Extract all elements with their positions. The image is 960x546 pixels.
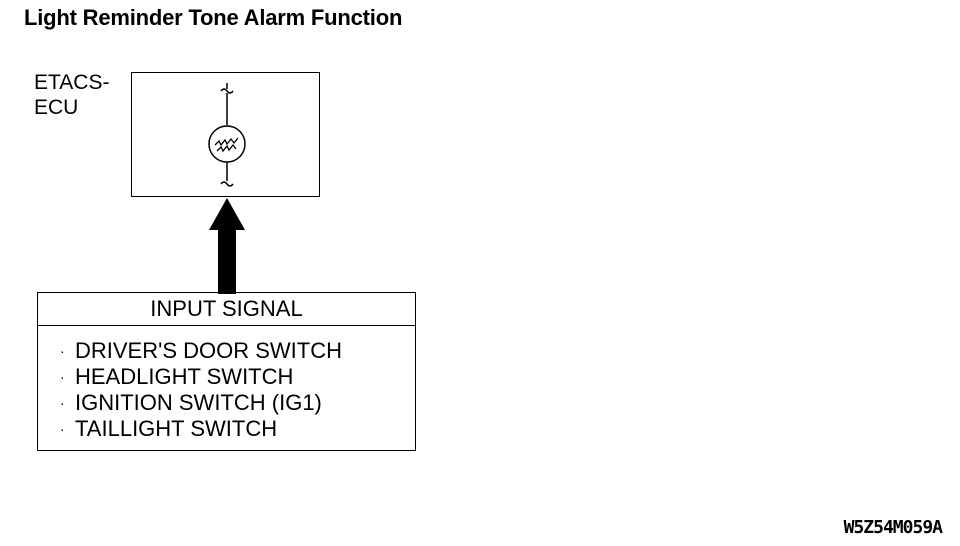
figure-code: W5Z54M059A [843,517,943,538]
etacs-ecu-box [131,72,320,197]
list-item: · HEADLIGHT SWITCH [60,364,415,390]
ecu-label-line1: ETACS- [34,71,110,94]
input-signal-box: INPUT SIGNAL · DRIVER'S DOOR SWITCH · HEAD… [37,292,416,451]
list-item: · IGNITION SWITCH (IG1) [60,390,415,416]
bullet-icon: · [60,421,65,437]
input-signal-header: INPUT SIGNAL [38,293,415,326]
input-item-ignition-switch: IGNITION SWITCH (IG1) [75,390,322,415]
arrow-up-icon [209,198,245,294]
bullet-icon: · [60,395,65,411]
input-item-headlight-switch: HEADLIGHT SWITCH [75,364,294,389]
ecu-label: ETACS- ECU [34,70,109,120]
input-item-driver-door-switch: DRIVER'S DOOR SWITCH [75,338,342,363]
input-item-taillight-switch: TAILLIGHT SWITCH [75,416,278,441]
bullet-icon: · [60,343,65,359]
ecu-label-line2: ECU [34,96,79,119]
list-item: · DRIVER'S DOOR SWITCH [60,338,415,364]
list-item: · TAILLIGHT SWITCH [60,416,415,442]
input-signal-list: ·DRIVER'S DOOR SWITCH ·HEADLIGHT SWITCH … [38,326,415,442]
buzzer-icon [208,83,246,187]
bullet-icon: · [60,369,65,385]
diagram-title: Light Reminder Tone Alarm Function [24,5,403,30]
